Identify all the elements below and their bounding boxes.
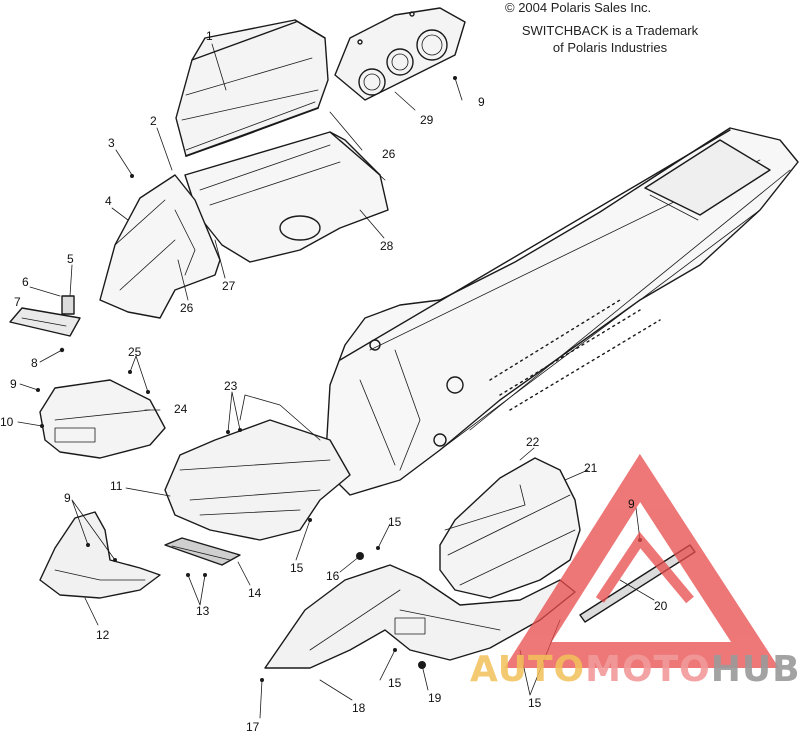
callout-15-b: 15 bbox=[388, 515, 402, 529]
callout-9-bumper: 9 bbox=[64, 491, 71, 505]
callout-4: 4 bbox=[105, 194, 112, 208]
callout-14: 14 bbox=[248, 586, 262, 600]
callout-3: 3 bbox=[108, 136, 115, 150]
callout-17: 17 bbox=[246, 720, 260, 733]
callout-20: 20 bbox=[654, 599, 668, 613]
watermark-logo bbox=[504, 453, 779, 668]
part-right-panel bbox=[439, 457, 581, 599]
copyright-notice: © 2004 Polaris Sales Inc. bbox=[505, 0, 652, 15]
trademark-notice: SWITCHBACK is a Trademark of Polaris Ind… bbox=[505, 22, 715, 56]
callout-15-a: 15 bbox=[290, 561, 304, 575]
callout-10: 10 bbox=[0, 415, 14, 429]
callout-22: 22 bbox=[526, 435, 540, 449]
callout-1: 1 bbox=[206, 29, 213, 43]
callout-24: 24 bbox=[174, 402, 188, 416]
callout-25: 25 bbox=[128, 345, 142, 359]
watermark-text: AUTOMOTOHUB bbox=[470, 650, 800, 690]
callout-2: 2 bbox=[150, 114, 157, 128]
callout-28: 28 bbox=[380, 239, 394, 253]
part-vent bbox=[164, 537, 241, 566]
callout-11: 11 bbox=[110, 479, 123, 493]
callout-21: 21 bbox=[584, 461, 598, 475]
callout-8: 8 bbox=[31, 356, 38, 370]
watermark-auto: AUTO bbox=[470, 649, 586, 690]
callout-12: 12 bbox=[96, 628, 110, 642]
trademark-line-2: of Polaris Industries bbox=[552, 40, 668, 55]
callout-29: 29 bbox=[420, 113, 434, 127]
part-bumper bbox=[39, 511, 161, 599]
callout-27: 27 bbox=[222, 279, 236, 293]
part-gauge-panel bbox=[334, 7, 466, 101]
callout-26-bottom: 26 bbox=[180, 301, 194, 315]
watermark-hub: HUB bbox=[710, 649, 800, 690]
callout-19: 19 bbox=[428, 691, 442, 705]
callout-9-left: 9 bbox=[10, 377, 17, 391]
part-tag bbox=[61, 295, 75, 315]
watermark-moto: MOTO bbox=[585, 649, 711, 690]
part-chassis bbox=[324, 127, 799, 496]
callout-26-top: 26 bbox=[382, 147, 396, 161]
callout-15-c: 15 bbox=[388, 676, 402, 690]
callout-16: 16 bbox=[326, 569, 340, 583]
callout-13: 13 bbox=[196, 604, 210, 618]
callout-9-top: 9 bbox=[478, 95, 485, 109]
trademark-line-1: SWITCHBACK is a Trademark bbox=[521, 23, 699, 38]
callout-23: 23 bbox=[224, 379, 238, 393]
callout-5: 5 bbox=[67, 252, 74, 266]
part-lower-cover bbox=[39, 379, 166, 459]
part-plate bbox=[9, 307, 81, 337]
part-console bbox=[184, 131, 389, 263]
hardware-fasteners bbox=[36, 76, 642, 682]
callout-7: 7 bbox=[14, 295, 21, 309]
part-windshield bbox=[175, 19, 329, 157]
part-belly-pan bbox=[164, 394, 351, 541]
callout-15-d: 15 bbox=[528, 696, 542, 710]
callout-6: 6 bbox=[22, 275, 29, 289]
callout-9-right: 9 bbox=[628, 497, 635, 511]
callout-18: 18 bbox=[352, 701, 366, 715]
